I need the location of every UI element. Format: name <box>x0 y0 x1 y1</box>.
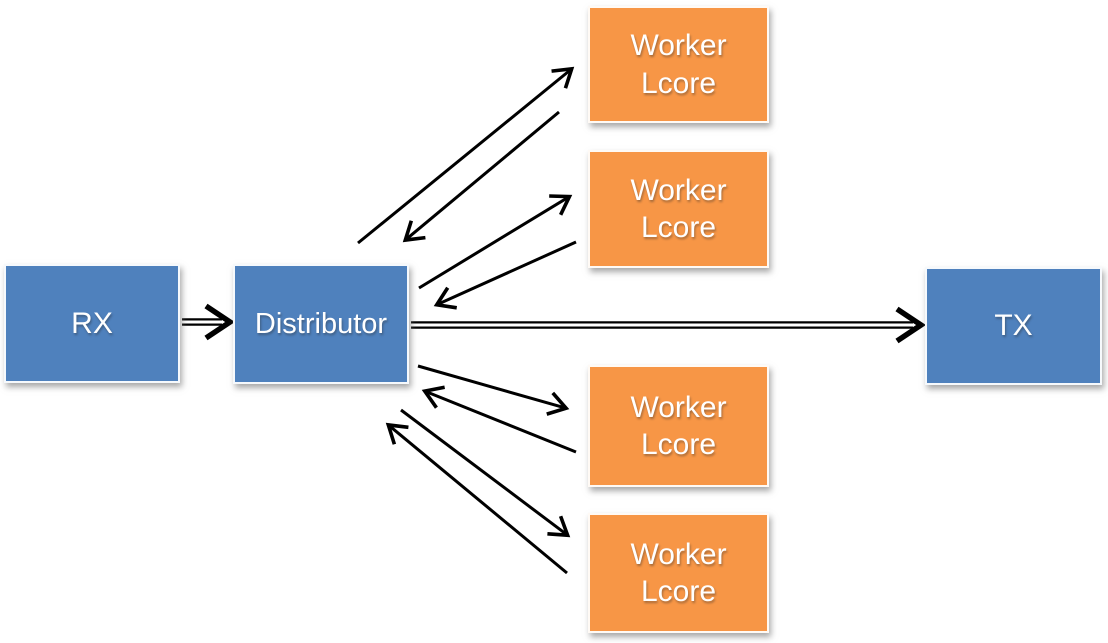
node-worker-lcore-1-label: Worker Lcore <box>630 29 727 100</box>
node-worker-lcore-1: Worker Lcore <box>588 6 769 123</box>
node-distributor: Distributor <box>233 264 409 384</box>
node-rx: RX <box>4 264 180 383</box>
node-distributor-label: Distributor <box>254 307 388 340</box>
node-worker-lcore-3: Worker Lcore <box>588 365 769 487</box>
node-worker-lcore-2-label: Worker Lcore <box>630 173 727 245</box>
node-worker-lcore-4: Worker Lcore <box>588 513 769 633</box>
node-tx: TX <box>925 267 1102 385</box>
node-rx-label: RX <box>71 306 113 340</box>
node-tx-label: TX <box>994 309 1033 343</box>
node-worker-lcore-2: Worker Lcore <box>588 150 769 268</box>
node-worker-lcore-3-label: Worker Lcore <box>630 390 727 462</box>
node-worker-lcore-4-label: Worker Lcore <box>630 537 727 609</box>
